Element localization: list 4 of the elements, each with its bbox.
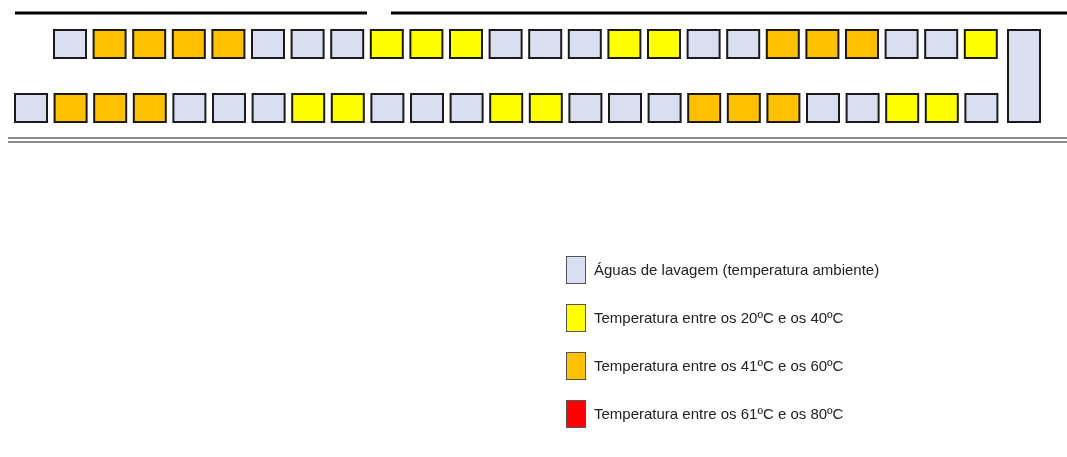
legend-label: Temperatura entre os 20ºC e os 40ºC: [594, 308, 844, 328]
legend-label: Águas de lavagem (temperatura ambiente): [594, 260, 880, 280]
legend-label: Temperatura entre os 61ºC e os 80ºC: [594, 404, 844, 424]
legend-label: Temperatura entre os 41ºC e os 60ºC: [594, 356, 844, 376]
